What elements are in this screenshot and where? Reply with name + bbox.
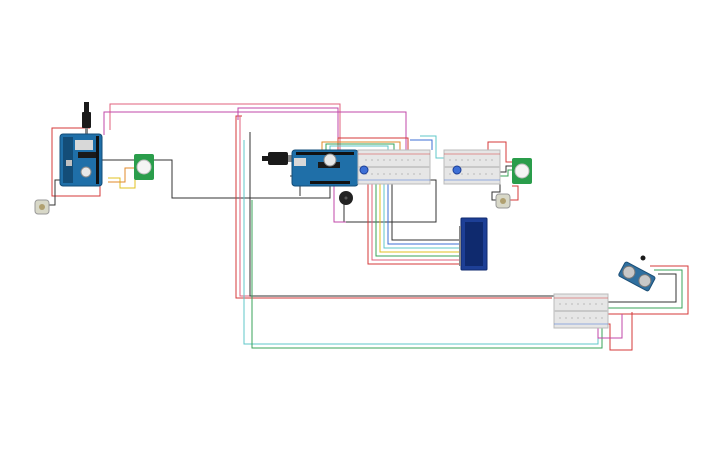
potentiometer-2[interactable] <box>452 165 462 175</box>
sensor-probe-icon <box>640 255 646 261</box>
pir-sensor-2[interactable] <box>512 158 532 184</box>
breadboard-2[interactable] <box>443 149 501 185</box>
potentiometer-1[interactable] <box>359 165 369 175</box>
arduino-uno-1[interactable] <box>59 133 103 187</box>
wire-cyan-bb1-bb2[interactable] <box>420 135 448 159</box>
wire-green-ultra[interactable] <box>604 269 683 309</box>
piezo-buzzer[interactable] <box>339 191 353 205</box>
wire-orange-ard2[interactable] <box>321 141 401 150</box>
wire-orange-left[interactable] <box>108 167 140 183</box>
lcd-display[interactable] <box>459 217 488 271</box>
wires <box>45 103 689 351</box>
wire-cyan-ard2[interactable] <box>329 145 389 150</box>
wire-green-ard2[interactable] <box>325 143 395 150</box>
breadboard-1[interactable] <box>357 149 431 185</box>
breadboard-3[interactable] <box>553 293 609 329</box>
wire-yellow-left[interactable] <box>108 170 136 189</box>
wire-black-motor1[interactable] <box>45 179 62 206</box>
dc-motor-2[interactable] <box>495 193 511 209</box>
wire-magenta-top[interactable] <box>103 111 407 150</box>
wire-black-ultra[interactable] <box>608 273 677 303</box>
dc-motor-1[interactable] <box>34 199 50 215</box>
wire-red-motor2[interactable] <box>510 185 519 201</box>
usb-plug-icon <box>262 152 294 165</box>
wire-black-bb1-bb2[interactable] <box>343 179 437 223</box>
wire-blue-bb1[interactable] <box>410 139 433 150</box>
pir-sensor-1[interactable] <box>134 154 154 180</box>
wire-lcd-4[interactable] <box>379 160 462 253</box>
wire-magenta-mid[interactable] <box>237 107 339 160</box>
wire-lcd-5[interactable] <box>383 160 462 249</box>
breadboard-holes <box>449 159 493 175</box>
wire-lcd-1[interactable] <box>367 160 462 265</box>
wire-green-bb2-pir[interactable] <box>496 169 512 177</box>
breadboard-holes <box>365 159 421 175</box>
usb-plug-icon <box>82 102 91 134</box>
arduino-uno-2[interactable] <box>291 149 359 187</box>
wire-red-bb2-pir[interactable] <box>487 141 512 163</box>
wire-magenta-lower-bb[interactable] <box>597 314 623 339</box>
wire-red-left-loop[interactable] <box>51 127 101 197</box>
wire-lcd-7[interactable] <box>391 160 462 241</box>
wire-red-bigloop[interactable] <box>235 115 552 299</box>
wire-lcd-6[interactable] <box>387 160 462 245</box>
wire-black-motor2[interactable] <box>491 184 501 201</box>
ultrasonic-sensor[interactable] <box>618 261 656 292</box>
breadboard-holes <box>559 303 603 319</box>
wire-pink-top[interactable] <box>109 103 341 150</box>
wire-lcd-2[interactable] <box>371 160 462 261</box>
wire-green-bigloop[interactable] <box>251 200 603 349</box>
wire-lcd-3[interactable] <box>375 160 462 257</box>
wire-red-ultra[interactable] <box>600 265 689 315</box>
